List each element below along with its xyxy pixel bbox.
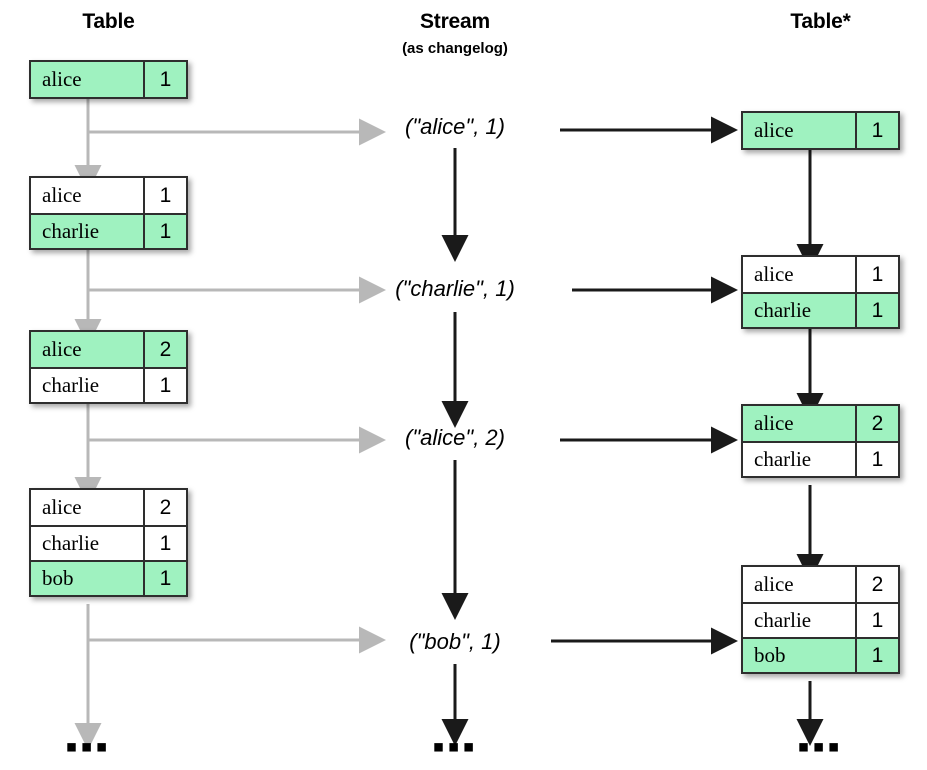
row-key: charlie [754, 298, 812, 322]
row-key: alice [754, 118, 794, 142]
continuation-ellipsis-left: ▪▪▪ [65, 728, 111, 766]
row-key: alice [754, 262, 794, 286]
column-header-table: Table [82, 10, 135, 33]
row-value: 1 [855, 113, 898, 148]
row-value: 1 [855, 294, 898, 327]
table-row: alice 2 [743, 406, 898, 441]
right-table-3: alice 2 charlie 1 [741, 404, 900, 478]
stream-to-table-arrows [551, 116, 738, 655]
row-value: 2 [855, 406, 898, 441]
table-row: alice 2 [743, 567, 898, 602]
row-value: 1 [855, 604, 898, 637]
table-row: charlie 1 [31, 213, 186, 248]
row-key: charlie [754, 447, 812, 471]
table-row: bob 1 [743, 637, 898, 672]
stream-record-4: ("bob", 1) [409, 629, 501, 654]
row-key: charlie [42, 219, 100, 243]
row-value: 2 [143, 332, 186, 367]
stream-record-3: ("alice", 2) [405, 425, 505, 450]
row-value: 1 [143, 369, 186, 402]
row-key: alice [42, 183, 82, 207]
row-value: 1 [143, 178, 186, 213]
table-row: bob 1 [31, 560, 186, 595]
row-value: 1 [855, 257, 898, 292]
table-row: alice 1 [743, 257, 898, 292]
column-header-table-star: Table* [790, 10, 851, 33]
row-key: bob [42, 566, 74, 590]
right-table-2: alice 1 charlie 1 [741, 255, 900, 329]
row-key: alice [754, 411, 794, 435]
right-table-4: alice 2 charlie 1 bob 1 [741, 565, 900, 674]
row-value: 1 [143, 215, 186, 248]
row-key: charlie [42, 373, 100, 397]
row-key: charlie [42, 531, 100, 555]
row-value: 1 [143, 527, 186, 560]
stream-record-2: ("charlie", 1) [395, 276, 515, 301]
continuation-ellipsis-middle: ▪▪▪ [432, 728, 478, 766]
table-row: alice 1 [31, 62, 186, 97]
row-key: alice [754, 572, 794, 596]
table-row: charlie 1 [31, 367, 186, 402]
row-key: alice [42, 495, 82, 519]
continuation-ellipsis-right: ▪▪▪ [797, 728, 843, 766]
row-key: charlie [754, 608, 812, 632]
table-row: charlie 1 [743, 602, 898, 637]
table-row: alice 1 [743, 113, 898, 148]
row-value: 2 [855, 567, 898, 602]
row-value: 2 [143, 490, 186, 525]
left-table-4: alice 2 charlie 1 bob 1 [29, 488, 188, 597]
stream-record-1: ("alice", 1) [405, 114, 505, 139]
row-value: 1 [855, 639, 898, 672]
table-row: charlie 1 [743, 441, 898, 476]
table-row: alice 2 [31, 490, 186, 525]
column-subheader-stream: (as changelog) [402, 40, 508, 57]
row-key: alice [42, 337, 82, 361]
left-table-1: alice 1 [29, 60, 188, 99]
row-value: 1 [143, 562, 186, 595]
column-header-stream: Stream [419, 10, 490, 33]
row-value: 1 [855, 443, 898, 476]
left-table-2: alice 1 charlie 1 [29, 176, 188, 250]
right-table-1: alice 1 [741, 111, 900, 150]
left-table-3: alice 2 charlie 1 [29, 330, 188, 404]
row-key: alice [42, 67, 82, 91]
row-value: 1 [143, 62, 186, 97]
table-row: charlie 1 [743, 292, 898, 327]
table-row: alice 2 [31, 332, 186, 367]
table-row: alice 1 [31, 178, 186, 213]
table-row: charlie 1 [31, 525, 186, 560]
row-key: bob [754, 643, 786, 667]
